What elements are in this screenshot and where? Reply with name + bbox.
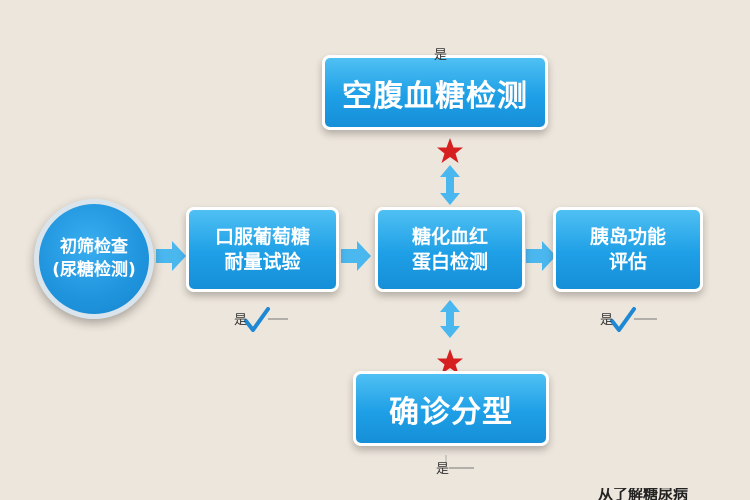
node-fasting-glucose: 空腹血糖检测 (322, 55, 548, 130)
check-icon-right (610, 307, 636, 332)
note-top-yes: 是 (434, 44, 447, 63)
node-islet-function-line2: 评估 (608, 250, 647, 273)
star-icon-bottom (437, 349, 463, 374)
node-hba1c-line1: 糖化血红 (411, 225, 488, 248)
arrow-ogtt-to-hba1c (341, 241, 371, 271)
node-hba1c-line2: 蛋白检测 (411, 250, 488, 273)
note-right-yes-text: 是 (600, 313, 614, 328)
node-ogtt-line2: 耐量试验 (224, 250, 301, 273)
note-right-yes: 是 (600, 309, 613, 328)
node-islet-function: 胰岛功能 评估 (553, 207, 703, 292)
node-ogtt: 口服葡萄糖 耐量试验 (186, 207, 339, 292)
corner-caption-text: 从了解糖尿病 (598, 488, 689, 500)
double-arrow-top (440, 165, 460, 205)
node-diagnosis-typing-label: 确诊分型 (389, 394, 513, 430)
node-diagnosis-typing: 确诊分型 (353, 371, 549, 446)
note-bottom-yes: 是 (436, 458, 449, 477)
note-bottom-yes-text: 是 (436, 462, 450, 477)
note-left-yes-text: 是 (234, 313, 248, 328)
node-hba1c: 糖化血红 蛋白检测 (375, 207, 525, 292)
node-initial-screening: 初筛检查 (尿糖检测) (34, 199, 154, 319)
node-islet-function-line1: 胰岛功能 (589, 225, 666, 248)
double-arrow-bottom (440, 300, 460, 338)
star-icon-top (437, 138, 463, 163)
note-left-yes: 是 (234, 309, 247, 328)
node-ogtt-line1: 口服葡萄糖 (214, 225, 310, 248)
check-icon-left (244, 307, 270, 332)
node-initial-screening-line2: (尿糖检测) (52, 260, 136, 280)
note-top-yes-text: 是 (434, 48, 448, 63)
node-fasting-glucose-label: 空腹血糖检测 (342, 78, 528, 114)
arrow-screen-to-ogtt (156, 241, 186, 271)
node-initial-screening-line1: 初筛检查 (60, 237, 128, 258)
arrow-hba1c-to-islet (526, 241, 556, 271)
corner-caption: 从了解糖尿病 (598, 488, 748, 500)
